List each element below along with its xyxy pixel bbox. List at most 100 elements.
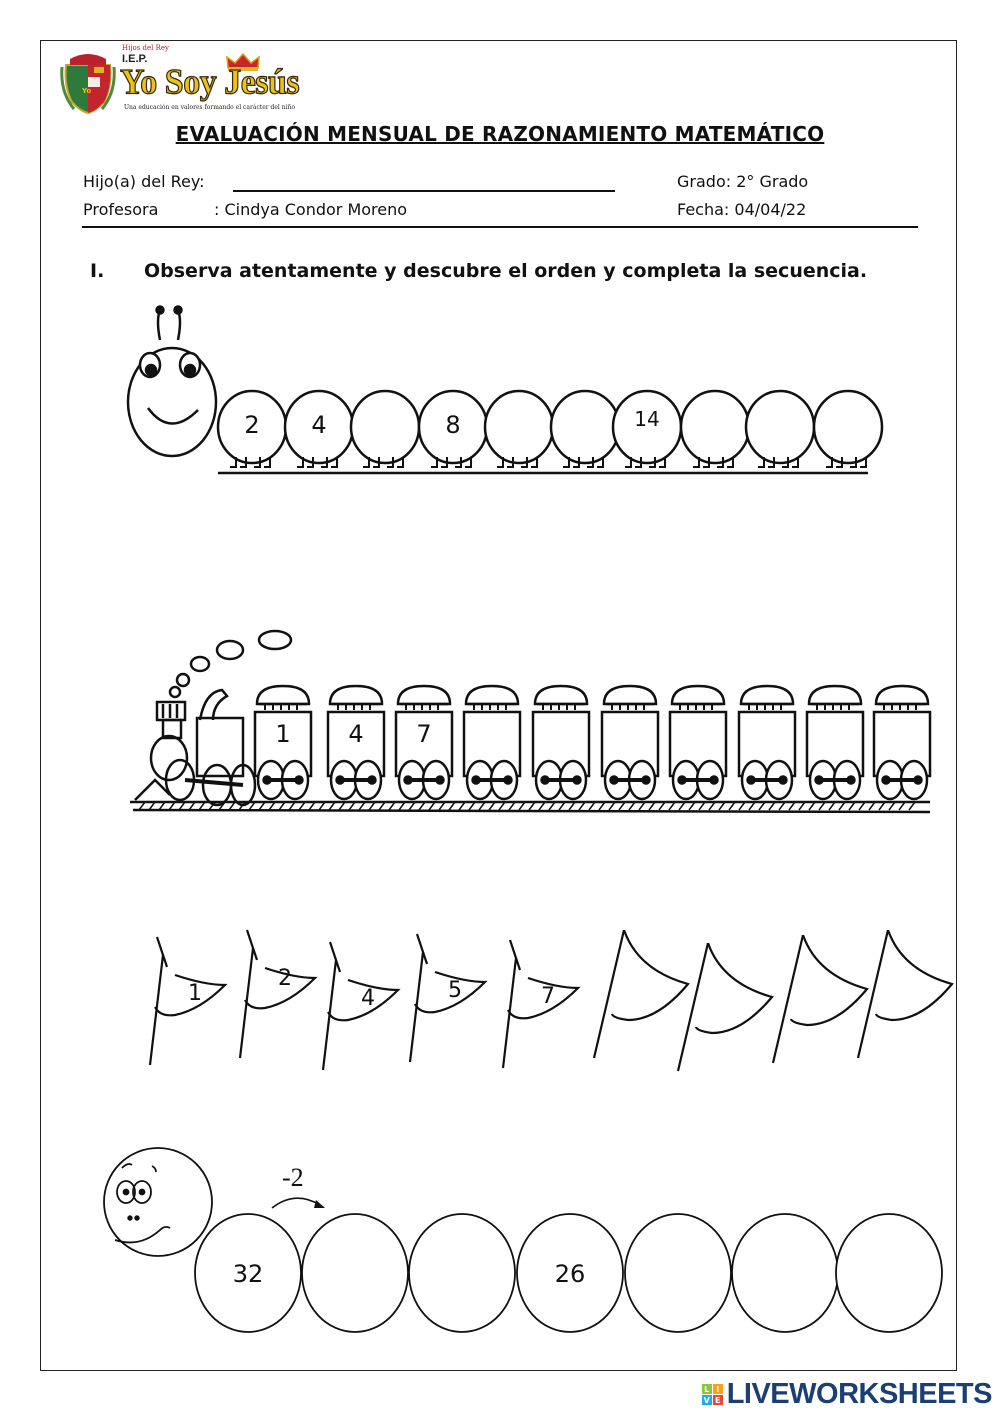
train-car[interactable]: [525, 684, 597, 804]
segment-value: 8: [445, 411, 461, 439]
flag-icon: [856, 929, 954, 1059]
student-label: Hijo(a) del Rey:: [83, 172, 205, 191]
car-value: 7: [416, 720, 432, 748]
segment-circle-icon: [812, 389, 884, 468]
flag-icon: [592, 929, 690, 1059]
caterpillar-2-segment[interactable]: [301, 1212, 409, 1334]
train-car[interactable]: [799, 684, 871, 804]
segment-circle-icon: [516, 1213, 624, 1333]
segment-value: 2: [244, 411, 260, 439]
flag: 1: [145, 935, 255, 1075]
caterpillar-1-segment[interactable]: [349, 385, 421, 475]
segment-value: 4: [311, 411, 327, 439]
caterpillar-2-segment: 32: [194, 1212, 302, 1334]
icon-letter-i: I: [712, 1384, 723, 1394]
train-car[interactable]: [731, 684, 803, 804]
flag-value: 4: [361, 986, 375, 1011]
caterpillar-1-segment: 14: [611, 385, 683, 475]
grade-value: 2° Grado: [736, 172, 809, 191]
train-car-icon: [394, 684, 454, 801]
train-car-icon: [253, 684, 313, 801]
segment-circle-icon: [731, 1213, 839, 1333]
school-tagline: Hijos del Rey: [122, 44, 170, 52]
worksheet-border: [40, 40, 957, 1371]
segment-circle-icon: [349, 389, 421, 468]
school-crest-icon: Yo: [60, 54, 116, 115]
flag-icon: [771, 934, 869, 1064]
flag[interactable]: [588, 929, 698, 1070]
liveworksheets-icon: L I V E: [701, 1384, 723, 1405]
segment-circle-icon: [408, 1213, 516, 1333]
section-instruction: I. Observa atentamente y descubre el orde…: [90, 260, 867, 282]
train-car[interactable]: [594, 684, 666, 804]
flag-value: 7: [541, 984, 555, 1009]
svg-text:Yo: Yo: [81, 87, 91, 95]
caterpillar-2-segment[interactable]: [624, 1212, 732, 1334]
icon-letter-l: L: [701, 1384, 712, 1394]
segment-circle-icon: [835, 1213, 943, 1333]
date-field: Fecha: 04/04/22: [677, 200, 806, 219]
caterpillar-2-segment[interactable]: [731, 1212, 839, 1334]
school-slogan: Una educación en valores formando el car…: [124, 104, 296, 111]
teacher-label: Profesora: [83, 200, 159, 219]
segment-value: 32: [232, 1260, 264, 1288]
flag: 2: [235, 928, 345, 1068]
train-car[interactable]: [456, 684, 528, 804]
segment-circle-icon: [679, 389, 751, 468]
flag-icon: [321, 941, 401, 1071]
segment-circle-icon: [194, 1213, 302, 1333]
caterpillar-1-segment: 2: [216, 385, 288, 475]
train-car: 7: [388, 684, 460, 804]
caterpillar-1-segment[interactable]: [483, 385, 555, 475]
flag-icon: [501, 939, 581, 1069]
smoke-clouds-icon: [168, 629, 293, 699]
flag[interactable]: [852, 929, 962, 1070]
train-car[interactable]: [866, 684, 938, 804]
flag: 7: [498, 938, 608, 1078]
segment-circle-icon: [301, 1213, 409, 1333]
flag-icon: [148, 936, 228, 1066]
flag[interactable]: [672, 942, 782, 1083]
icon-letter-e: E: [712, 1395, 723, 1405]
date-value: 04/04/22: [734, 200, 807, 219]
flag-value: 5: [448, 978, 462, 1003]
liveworksheets-brand: LIVEWORKSHEETS: [726, 1378, 993, 1410]
student-name-field[interactable]: [233, 190, 615, 192]
caterpillar-1-segment[interactable]: [744, 385, 816, 475]
flag-icon: [408, 933, 488, 1063]
caterpillar-2-segment[interactable]: [835, 1212, 943, 1334]
teacher-value: : Cindya Condor Moreno: [214, 200, 408, 219]
segment-circle-icon: [483, 389, 555, 468]
flag-value: 2: [278, 966, 292, 991]
segment-circle-icon: [744, 389, 816, 468]
flag-value: 1: [188, 981, 202, 1006]
flag-icon: [676, 942, 774, 1072]
car-value: 4: [348, 720, 364, 748]
flag-icon: [238, 929, 318, 1059]
school-type: I.E.P.: [122, 53, 148, 65]
flag: 4: [318, 940, 428, 1080]
liveworksheets-logo: L I V E LIVEWORKSHEETS: [701, 1378, 993, 1411]
train-car: 1: [247, 684, 319, 804]
section-number: I.: [90, 260, 105, 282]
caterpillar-2-head-icon: [103, 1147, 213, 1257]
instruction-text: Observa atentamente y descubre el orden …: [144, 260, 868, 282]
caterpillar-1-segment[interactable]: [679, 385, 751, 475]
train-car-icon: [737, 684, 797, 801]
school-name: Yo Soy Jesús: [119, 62, 300, 102]
train-car-icon: [600, 684, 660, 801]
page-title: EVALUACIÓN MENSUAL DE RAZONAMIENTO MATEM…: [175, 122, 825, 146]
caterpillar-1-segment: 8: [417, 385, 489, 475]
train-car[interactable]: [662, 684, 734, 804]
caterpillar-2-segment[interactable]: [408, 1212, 516, 1334]
train-car-icon: [462, 684, 522, 801]
caterpillar-1-drawing: [126, 305, 868, 475]
caterpillar-head-icon: [126, 305, 218, 458]
train-car-icon: [326, 684, 386, 801]
locomotive-icon: [134, 688, 257, 807]
flag[interactable]: [767, 934, 877, 1075]
hint-label: -2: [282, 1163, 304, 1192]
caterpillar-1-segment[interactable]: [812, 385, 884, 475]
car-value: 1: [275, 720, 291, 748]
segment-value: 14: [634, 407, 660, 431]
